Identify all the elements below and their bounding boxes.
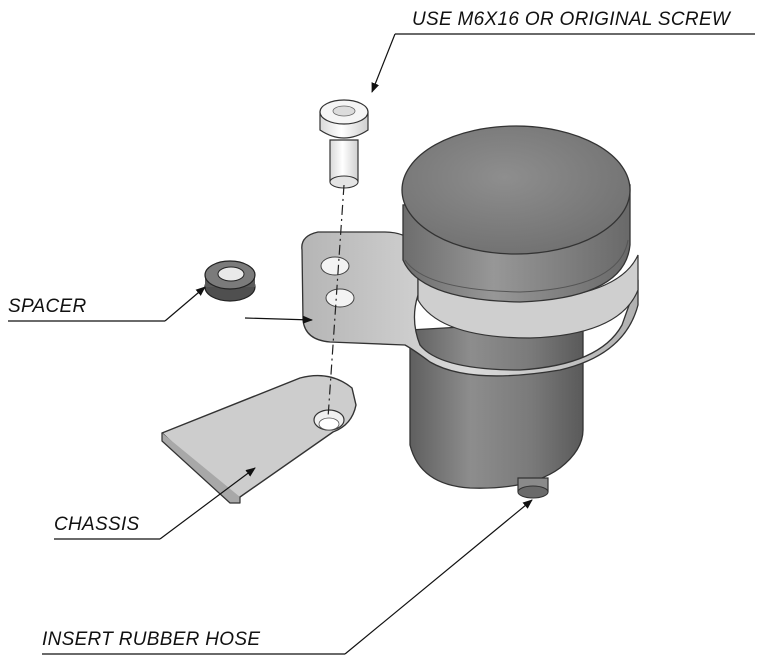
hose-label: INSERT RUBBER HOSE	[42, 629, 261, 650]
spacer-ring	[204, 260, 256, 302]
reservoir	[301, 125, 639, 499]
screw	[319, 99, 369, 189]
chassis-label: CHASSIS	[54, 514, 140, 535]
chassis-plate	[161, 374, 357, 504]
assembly-axis-line	[327, 184, 345, 419]
spacer-label: SPACER	[8, 296, 87, 317]
leader-lines	[8, 33, 755, 655]
screw-label: USE M6X16 OR ORIGINAL SCREW	[412, 9, 731, 30]
